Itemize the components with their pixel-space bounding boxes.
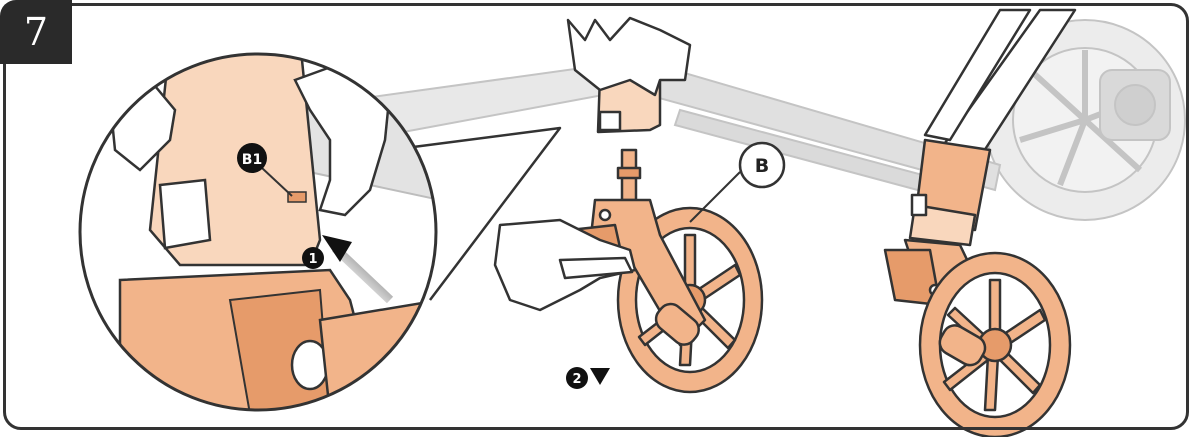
front-wheel-b-assembly	[568, 68, 764, 394]
part-b-leader-line	[689, 171, 741, 223]
step-two-marker	[566, 367, 588, 389]
step-number-badge: 7	[0, 0, 72, 64]
ghost-stroller-frame	[348, 19, 1186, 221]
zoom-lock-slot	[287, 191, 307, 203]
panel-border	[3, 3, 1189, 430]
step-one-marker	[302, 247, 324, 269]
step-one-number: 1	[308, 252, 317, 267]
b1-marker	[237, 143, 267, 173]
part-b-label: B	[755, 155, 769, 177]
mounted-front-wheel-assembly	[883, 8, 1077, 437]
zoom-callout-circle	[78, 52, 438, 412]
zoom-side-tab	[158, 178, 212, 250]
step-two-arrow	[590, 300, 610, 385]
zoom-detail	[80, 54, 436, 410]
step-two-number: 2	[572, 372, 581, 387]
b1-label: B1	[242, 152, 262, 168]
hands	[493, 16, 692, 312]
top-hand	[566, 16, 692, 97]
part-b-callout	[738, 141, 786, 189]
b1-leader-line	[261, 167, 293, 197]
